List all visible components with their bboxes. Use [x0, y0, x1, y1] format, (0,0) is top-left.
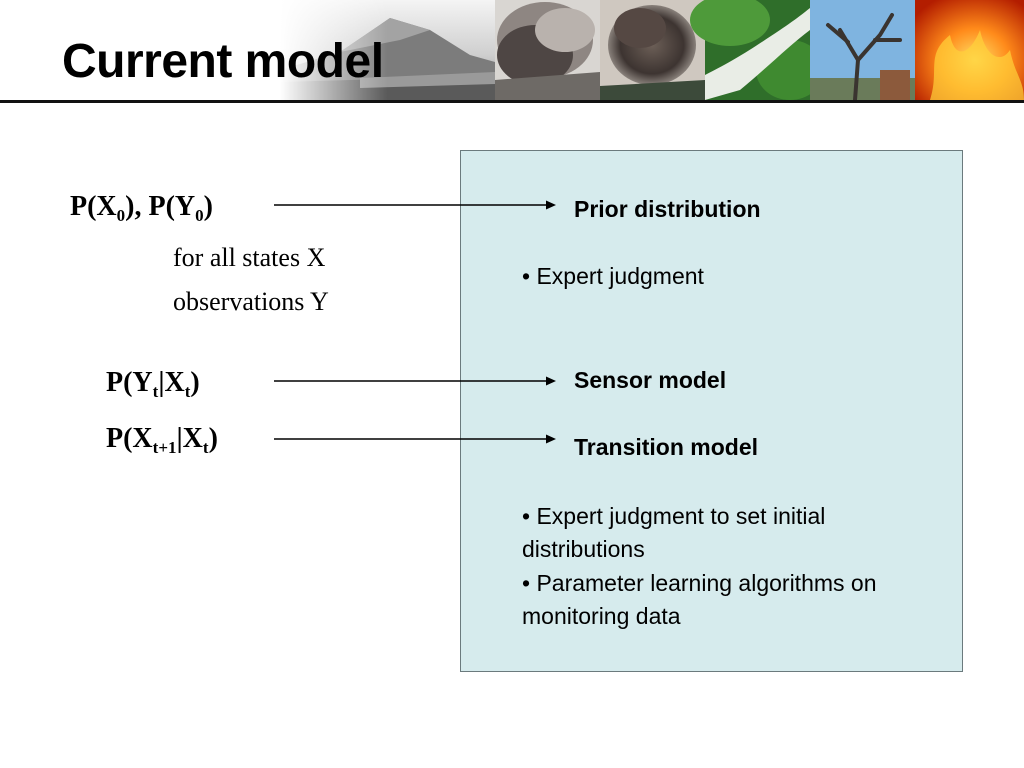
lahar-river-photo	[690, 0, 824, 100]
sensor-model-heading: Sensor model	[574, 367, 727, 393]
model-panel	[460, 150, 963, 672]
slide-title: Current model	[62, 35, 384, 88]
title-divider	[0, 100, 1024, 103]
prior-expert-bullet: • Expert judgment	[522, 263, 704, 289]
prior-note-states: for all states X	[173, 243, 326, 272]
eruption-column-photo	[600, 0, 705, 100]
sensor-formula: P(Yt|Xt)	[106, 367, 200, 401]
transition-formula: P(Xt+1|Xt)	[106, 423, 218, 457]
lava-fire-photo	[915, 0, 1024, 100]
volcano-landscape-photo	[280, 0, 495, 100]
photo-banner	[280, 0, 1024, 100]
parameter-learning-bullet: • Parameter learning algorithms on monit…	[522, 570, 877, 629]
prior-formula: P(X0), P(Y0)	[70, 191, 213, 225]
transition-model-heading: Transition model	[574, 434, 759, 460]
dead-tree-photo	[810, 0, 915, 100]
ash-plume-photo	[495, 0, 600, 100]
prior-distribution-heading: Prior distribution	[574, 196, 761, 222]
expert-judgment-bullet: • Expert judgment to set initial distrib…	[522, 503, 826, 562]
prior-note-observations: observations Y	[173, 287, 329, 316]
